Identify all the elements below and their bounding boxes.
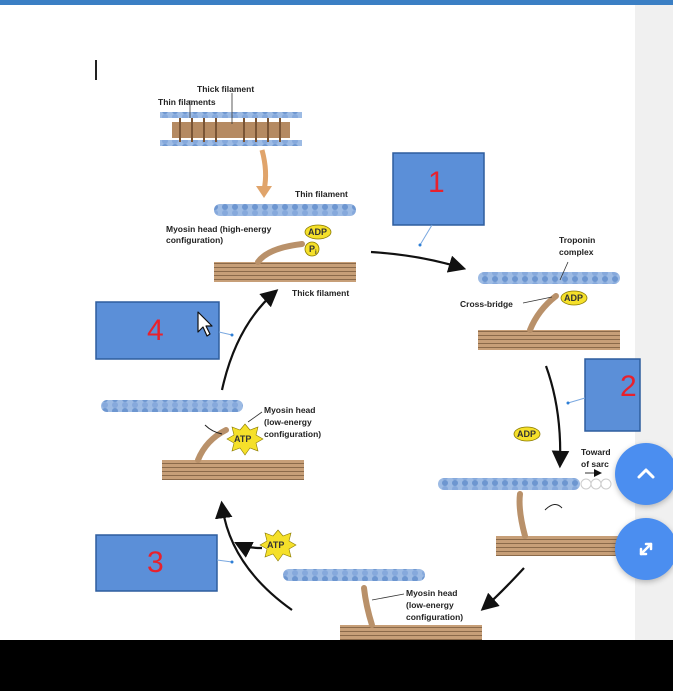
label-myosin-low-b1: Myosin head [406, 588, 457, 598]
label-myosin-high-2: configuration) [166, 235, 223, 245]
badge-adp-right: ADP [564, 293, 583, 303]
label-troponin-1: Troponin [559, 235, 595, 245]
cross-bridge-cycle-diagram: Thick filament Thin filaments ADP Pi Thi… [95, 84, 641, 640]
label-cross-bridge: Cross-bridge [460, 299, 513, 309]
badge-adp-released: ADP [517, 429, 536, 439]
bottom-black-bar [0, 640, 673, 691]
label-thick-filament-top: Thick filament [197, 84, 254, 94]
badge-atp-lower: ATP [267, 540, 284, 550]
expand-diagonal-icon [639, 542, 653, 556]
badge-pi: Pi [309, 244, 317, 256]
stage-low-energy-bottom [283, 569, 482, 640]
cycle-arrows [214, 250, 570, 611]
label-myosin-low-a3: configuration) [264, 429, 321, 439]
stage-cross-bridge [478, 261, 620, 350]
label-thin-filament: Thin filament [295, 189, 348, 199]
label-myosin-low-b2: (low-energy [406, 600, 454, 610]
answer-box-3[interactable] [95, 534, 234, 592]
atp-burst-lower [259, 529, 297, 562]
answer-box-1-number: 1 [428, 166, 445, 199]
label-myosin-low-b3: configuration) [406, 612, 463, 622]
label-toward-2: of sarc [581, 459, 609, 469]
stage-high-energy [214, 204, 356, 282]
answer-box-4-number: 4 [147, 314, 164, 347]
stage-atp-binding [101, 400, 304, 480]
answer-box-3-number: 3 [147, 546, 164, 579]
top-accent-bar [0, 0, 673, 5]
answer-box-2[interactable] [566, 358, 641, 432]
text-cursor [95, 60, 97, 80]
sarcomere-overview [160, 93, 302, 198]
scroll-up-button[interactable] [615, 443, 673, 505]
label-myosin-low-a1: Myosin head [264, 405, 315, 415]
label-thin-filaments-top: Thin filaments [158, 97, 216, 107]
mouse-pointer-icon [197, 311, 213, 337]
label-myosin-high-1: Myosin head (high-energy [166, 224, 272, 234]
badge-atp-left: ATP [234, 434, 251, 444]
page-canvas: Thick filament Thin filaments ADP Pi Thi… [0, 5, 673, 640]
badge-adp-top: ADP [308, 227, 327, 237]
label-thick-filament: Thick filament [292, 288, 349, 298]
badge-pi-subscript: i [315, 250, 317, 256]
answer-box-4[interactable] [95, 301, 234, 360]
label-troponin-2: complex [559, 247, 594, 257]
expand-button[interactable] [615, 518, 673, 580]
chevron-up-icon [637, 468, 655, 479]
stage-power-stroke [438, 426, 618, 556]
answer-box-1[interactable] [392, 152, 485, 247]
answer-box-2-number: 2 [620, 370, 637, 403]
label-myosin-low-a2: (low-energy [264, 417, 312, 427]
label-toward-1: Toward [581, 447, 611, 457]
